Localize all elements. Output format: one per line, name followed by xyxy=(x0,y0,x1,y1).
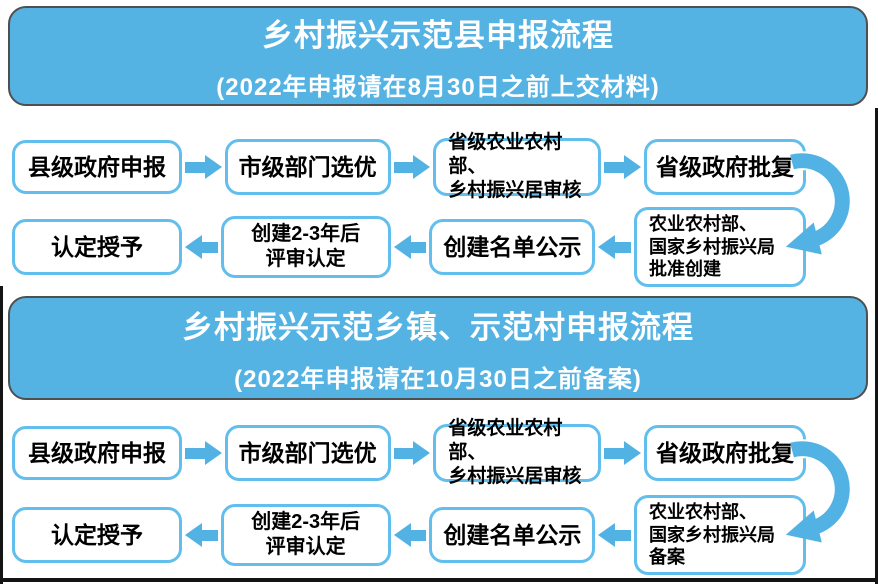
step-review-after-years: 创建2-3年后 评审认定 xyxy=(220,504,391,566)
section-1-bottom-row: 认定授予 创建2-3年后 评审认定 创建名单公示 农业农村部、 国家乡村振兴局 … xyxy=(12,206,807,288)
step-award: 认定授予 xyxy=(12,507,182,563)
arrow-shaft xyxy=(202,241,218,253)
step-provincial-review: 省级农业农村部、 乡村振兴居审核 xyxy=(433,418,602,487)
step-provincial-review: 省级农业农村部、 乡村振兴居审核 xyxy=(433,132,602,201)
arrow-shaft xyxy=(393,161,414,173)
arrow-shaft xyxy=(185,447,205,459)
arrow-shaft xyxy=(202,529,218,541)
step-list-publicity: 创建名单公示 xyxy=(429,219,596,275)
step-city-select: 市级部门选优 xyxy=(224,139,391,195)
arrow-left-icon xyxy=(595,235,634,259)
curved-arrow-icon xyxy=(785,151,852,255)
arrow-shaft xyxy=(615,241,632,253)
step-provincial-approval: 省级政府批复 xyxy=(644,139,807,195)
arrow-head xyxy=(413,155,431,179)
arrow-right-icon xyxy=(601,155,644,179)
arrow-shaft xyxy=(393,447,414,459)
section-1-top-row: 县级政府申报 市级部门选优 省级农业农村部、 乡村振兴居审核 省级政府批复 xyxy=(12,132,807,201)
frame-border-left xyxy=(0,286,3,584)
section-2-header: 乡村振兴示范乡镇、示范村申报流程 (2022年申报请在10月30日之前备案) xyxy=(8,296,868,400)
step-national-record: 农业农村部、 国家乡村振兴局 备案 xyxy=(634,495,807,575)
arrow-head xyxy=(393,523,411,547)
arrow-right-icon xyxy=(182,155,225,179)
step-national-approve: 农业农村部、 国家乡村振兴局 批准创建 xyxy=(634,207,807,287)
section-2-flow: 县级政府申报 市级部门选优 省级农业农村部、 乡村振兴居审核 省级政府批复 认定… xyxy=(0,402,878,582)
arrow-head xyxy=(393,235,411,259)
arrow-head xyxy=(598,235,616,259)
arrow-head xyxy=(185,235,202,259)
arrow-head xyxy=(598,523,616,547)
step-county-apply: 县级政府申报 xyxy=(12,426,182,480)
arrow-right-icon xyxy=(182,441,225,465)
arrow-left-icon xyxy=(182,523,221,547)
step-award: 认定授予 xyxy=(12,219,182,275)
arrow-head xyxy=(204,155,222,179)
section-1-flow: 县级政府申报 市级部门选优 省级农业农村部、 乡村振兴居审核 省级政府批复 认定… xyxy=(0,108,878,296)
step-provincial-approval: 省级政府批复 xyxy=(644,425,807,481)
section-2-subtitle: (2022年申报请在10月30日之前备案) xyxy=(234,366,642,393)
arrow-head xyxy=(624,441,642,465)
step-county-apply: 县级政府申报 xyxy=(12,140,182,194)
arrow-right-icon xyxy=(391,441,434,465)
arrow-right-icon xyxy=(601,441,644,465)
arrow-shaft xyxy=(615,529,632,541)
section-1-header: 乡村振兴示范县申报流程 (2022年申报请在8月30日之前上交材料) xyxy=(8,6,868,106)
curved-arrow-icon xyxy=(785,439,852,543)
arrow-head xyxy=(413,441,431,465)
arrow-head xyxy=(624,155,642,179)
arrow-shaft xyxy=(185,161,205,173)
section-2-top-row: 县级政府申报 市级部门选优 省级农业农村部、 乡村振兴居审核 省级政府批复 xyxy=(12,418,807,487)
arrow-shaft xyxy=(604,161,625,173)
arrow-head xyxy=(204,441,222,465)
section-2-title: 乡村振兴示范乡镇、示范村申报流程 xyxy=(182,310,694,345)
arrow-left-icon xyxy=(182,235,221,259)
section-1-subtitle: (2022年申报请在8月30日之前上交材料) xyxy=(216,74,660,101)
arrow-shaft xyxy=(410,241,427,253)
arrow-left-icon xyxy=(595,523,634,547)
step-city-select: 市级部门选优 xyxy=(224,425,391,481)
section-2-bottom-row: 认定授予 创建2-3年后 评审认定 创建名单公示 农业农村部、 国家乡村振兴局 … xyxy=(12,494,807,576)
arrow-shaft xyxy=(604,447,625,459)
arrow-left-icon xyxy=(391,523,430,547)
frame-border-right xyxy=(875,108,878,584)
step-review-after-years: 创建2-3年后 评审认定 xyxy=(220,216,391,278)
arrow-shaft xyxy=(410,529,427,541)
arrow-left-icon xyxy=(391,235,430,259)
arrow-right-icon xyxy=(391,155,434,179)
section-1-title: 乡村振兴示范县申报流程 xyxy=(262,18,614,53)
step-list-publicity: 创建名单公示 xyxy=(429,507,596,563)
arrow-head xyxy=(185,523,202,547)
frame-border-bottom xyxy=(0,578,878,582)
